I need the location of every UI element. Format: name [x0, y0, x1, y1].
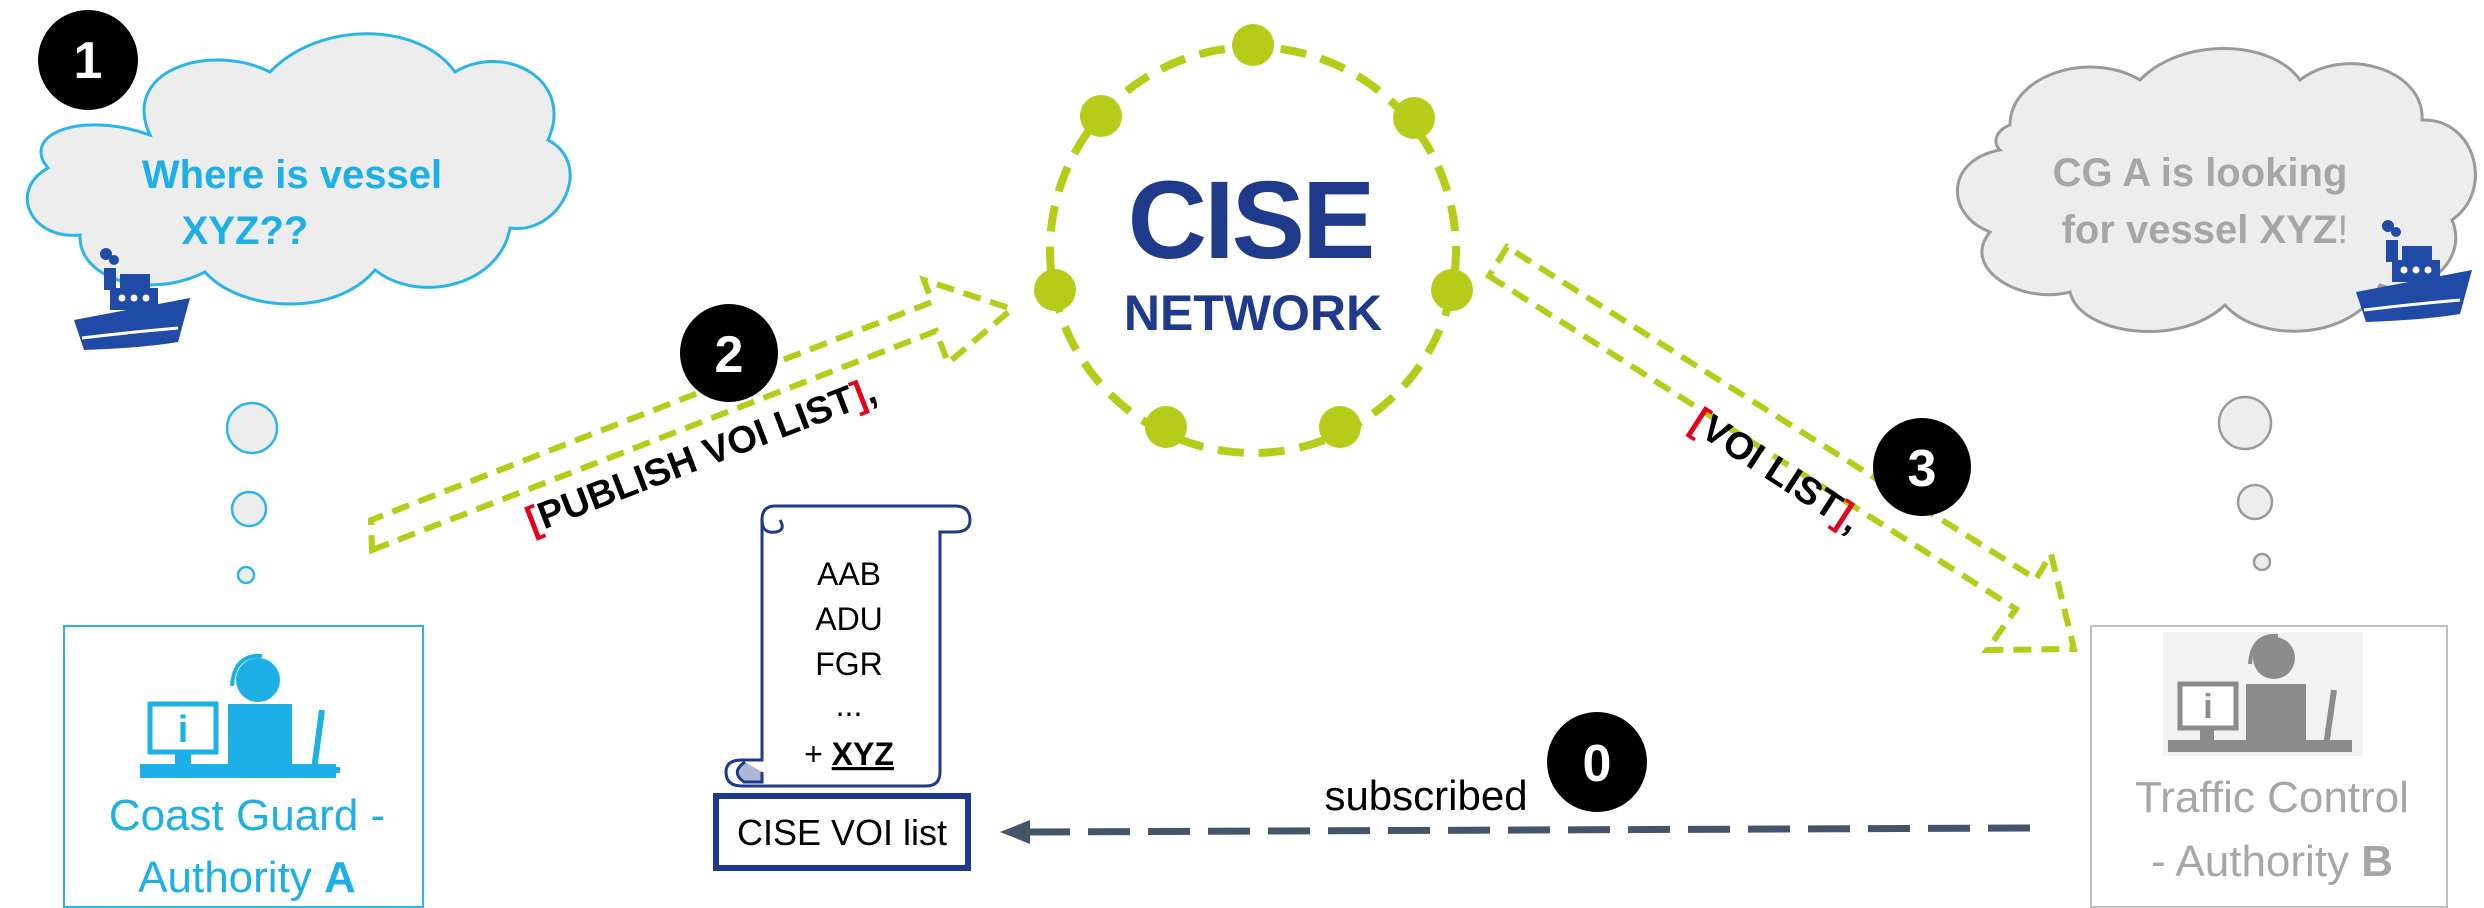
step-1-badge: 1	[38, 10, 138, 110]
step-0-badge: 0	[1547, 712, 1647, 812]
network-member-dots	[1034, 24, 1473, 448]
scroll-item: FGR	[815, 646, 883, 682]
cise-voi-list-label: CISE VOI list	[737, 812, 947, 853]
voi-list-label: [VOI LIST],	[1683, 400, 1869, 541]
operator-workstation-icon: i	[2168, 633, 2352, 752]
thought-bubble-a-large	[225, 401, 279, 455]
scroll-item: ...	[836, 687, 863, 723]
thought-b-line2-end: !	[2337, 208, 2348, 252]
step-2-number: 2	[715, 326, 744, 384]
svg-text:i: i	[178, 709, 189, 751]
thought-a-line1: Where is vessel	[142, 153, 442, 197]
subscription-arrow: subscribed	[1000, 772, 2031, 844]
thought-bubble-b-medium	[2236, 483, 2274, 521]
network-member-dot	[1319, 406, 1361, 448]
network-member-dot	[1393, 97, 1435, 139]
cise-title: CISE	[1128, 159, 1373, 282]
authority-a-letter: A	[324, 853, 356, 902]
authority-b-line2: - Authority B	[2151, 837, 2393, 886]
network-member-dot	[1145, 406, 1187, 448]
thought-bubble-a-medium	[230, 490, 268, 528]
step-3-number: 3	[1908, 440, 1937, 498]
thought-b-line2: for vessel XYZ!	[2062, 208, 2349, 252]
subscribed-label: subscribed	[1324, 772, 1527, 819]
authority-b-box: i Traffic Control - Authority B	[2090, 625, 2448, 908]
scroll-added-voi: XYZ	[832, 736, 894, 772]
network-member-dot	[1034, 269, 1076, 311]
thought-cloud-authority-a	[25, 32, 572, 306]
step-1-number: 1	[74, 32, 103, 90]
scroll-item: ADU	[815, 601, 883, 637]
scroll-added-prefix: +	[804, 736, 832, 772]
authority-b-letter: B	[2361, 837, 2393, 886]
network-member-dot	[1431, 269, 1473, 311]
voi-label-text: VOI LIST	[1694, 407, 1850, 528]
thought-bubble-a-small	[236, 565, 256, 585]
thought-b-line1: CG A is looking	[2053, 151, 2348, 195]
cise-voi-list-box: CISE VOI list	[713, 793, 971, 871]
step-2-badge: 2	[680, 304, 778, 402]
network-member-dot	[1232, 24, 1274, 66]
network-member-dot	[1080, 95, 1122, 137]
scroll-document-icon: AAB ADU FGR ... + XYZ	[724, 504, 972, 788]
cise-network-node: CISE NETWORK	[1034, 24, 1473, 457]
authority-b-prefix: - Authority	[2151, 837, 2361, 886]
thought-b-line2-text: for vessel XYZ	[2062, 208, 2338, 252]
voi-list-delivery-arrow: [VOI LIST],	[1484, 242, 2078, 654]
scroll-item: AAB	[817, 556, 881, 592]
authority-a-box: i Coast Guard - Authority A	[63, 625, 424, 908]
thought-a-line2: XYZ??	[182, 209, 309, 253]
operator-workstation-icon: i	[140, 653, 340, 778]
thought-bubble-b-large	[2217, 395, 2273, 451]
authority-a-line2: Authority A	[138, 853, 356, 902]
authority-a-prefix: Authority	[138, 853, 324, 902]
thought-bubble-b-small	[2252, 552, 2272, 572]
step-0-number: 0	[1583, 735, 1612, 793]
svg-text:i: i	[2203, 688, 2212, 726]
step-3-badge: 3	[1873, 418, 1971, 516]
authority-b-line1: Traffic Control	[2135, 773, 2409, 822]
cise-subtitle: NETWORK	[1124, 285, 1382, 341]
scroll-added-item: + XYZ	[804, 736, 894, 772]
authority-a-line1: Coast Guard -	[109, 791, 385, 840]
